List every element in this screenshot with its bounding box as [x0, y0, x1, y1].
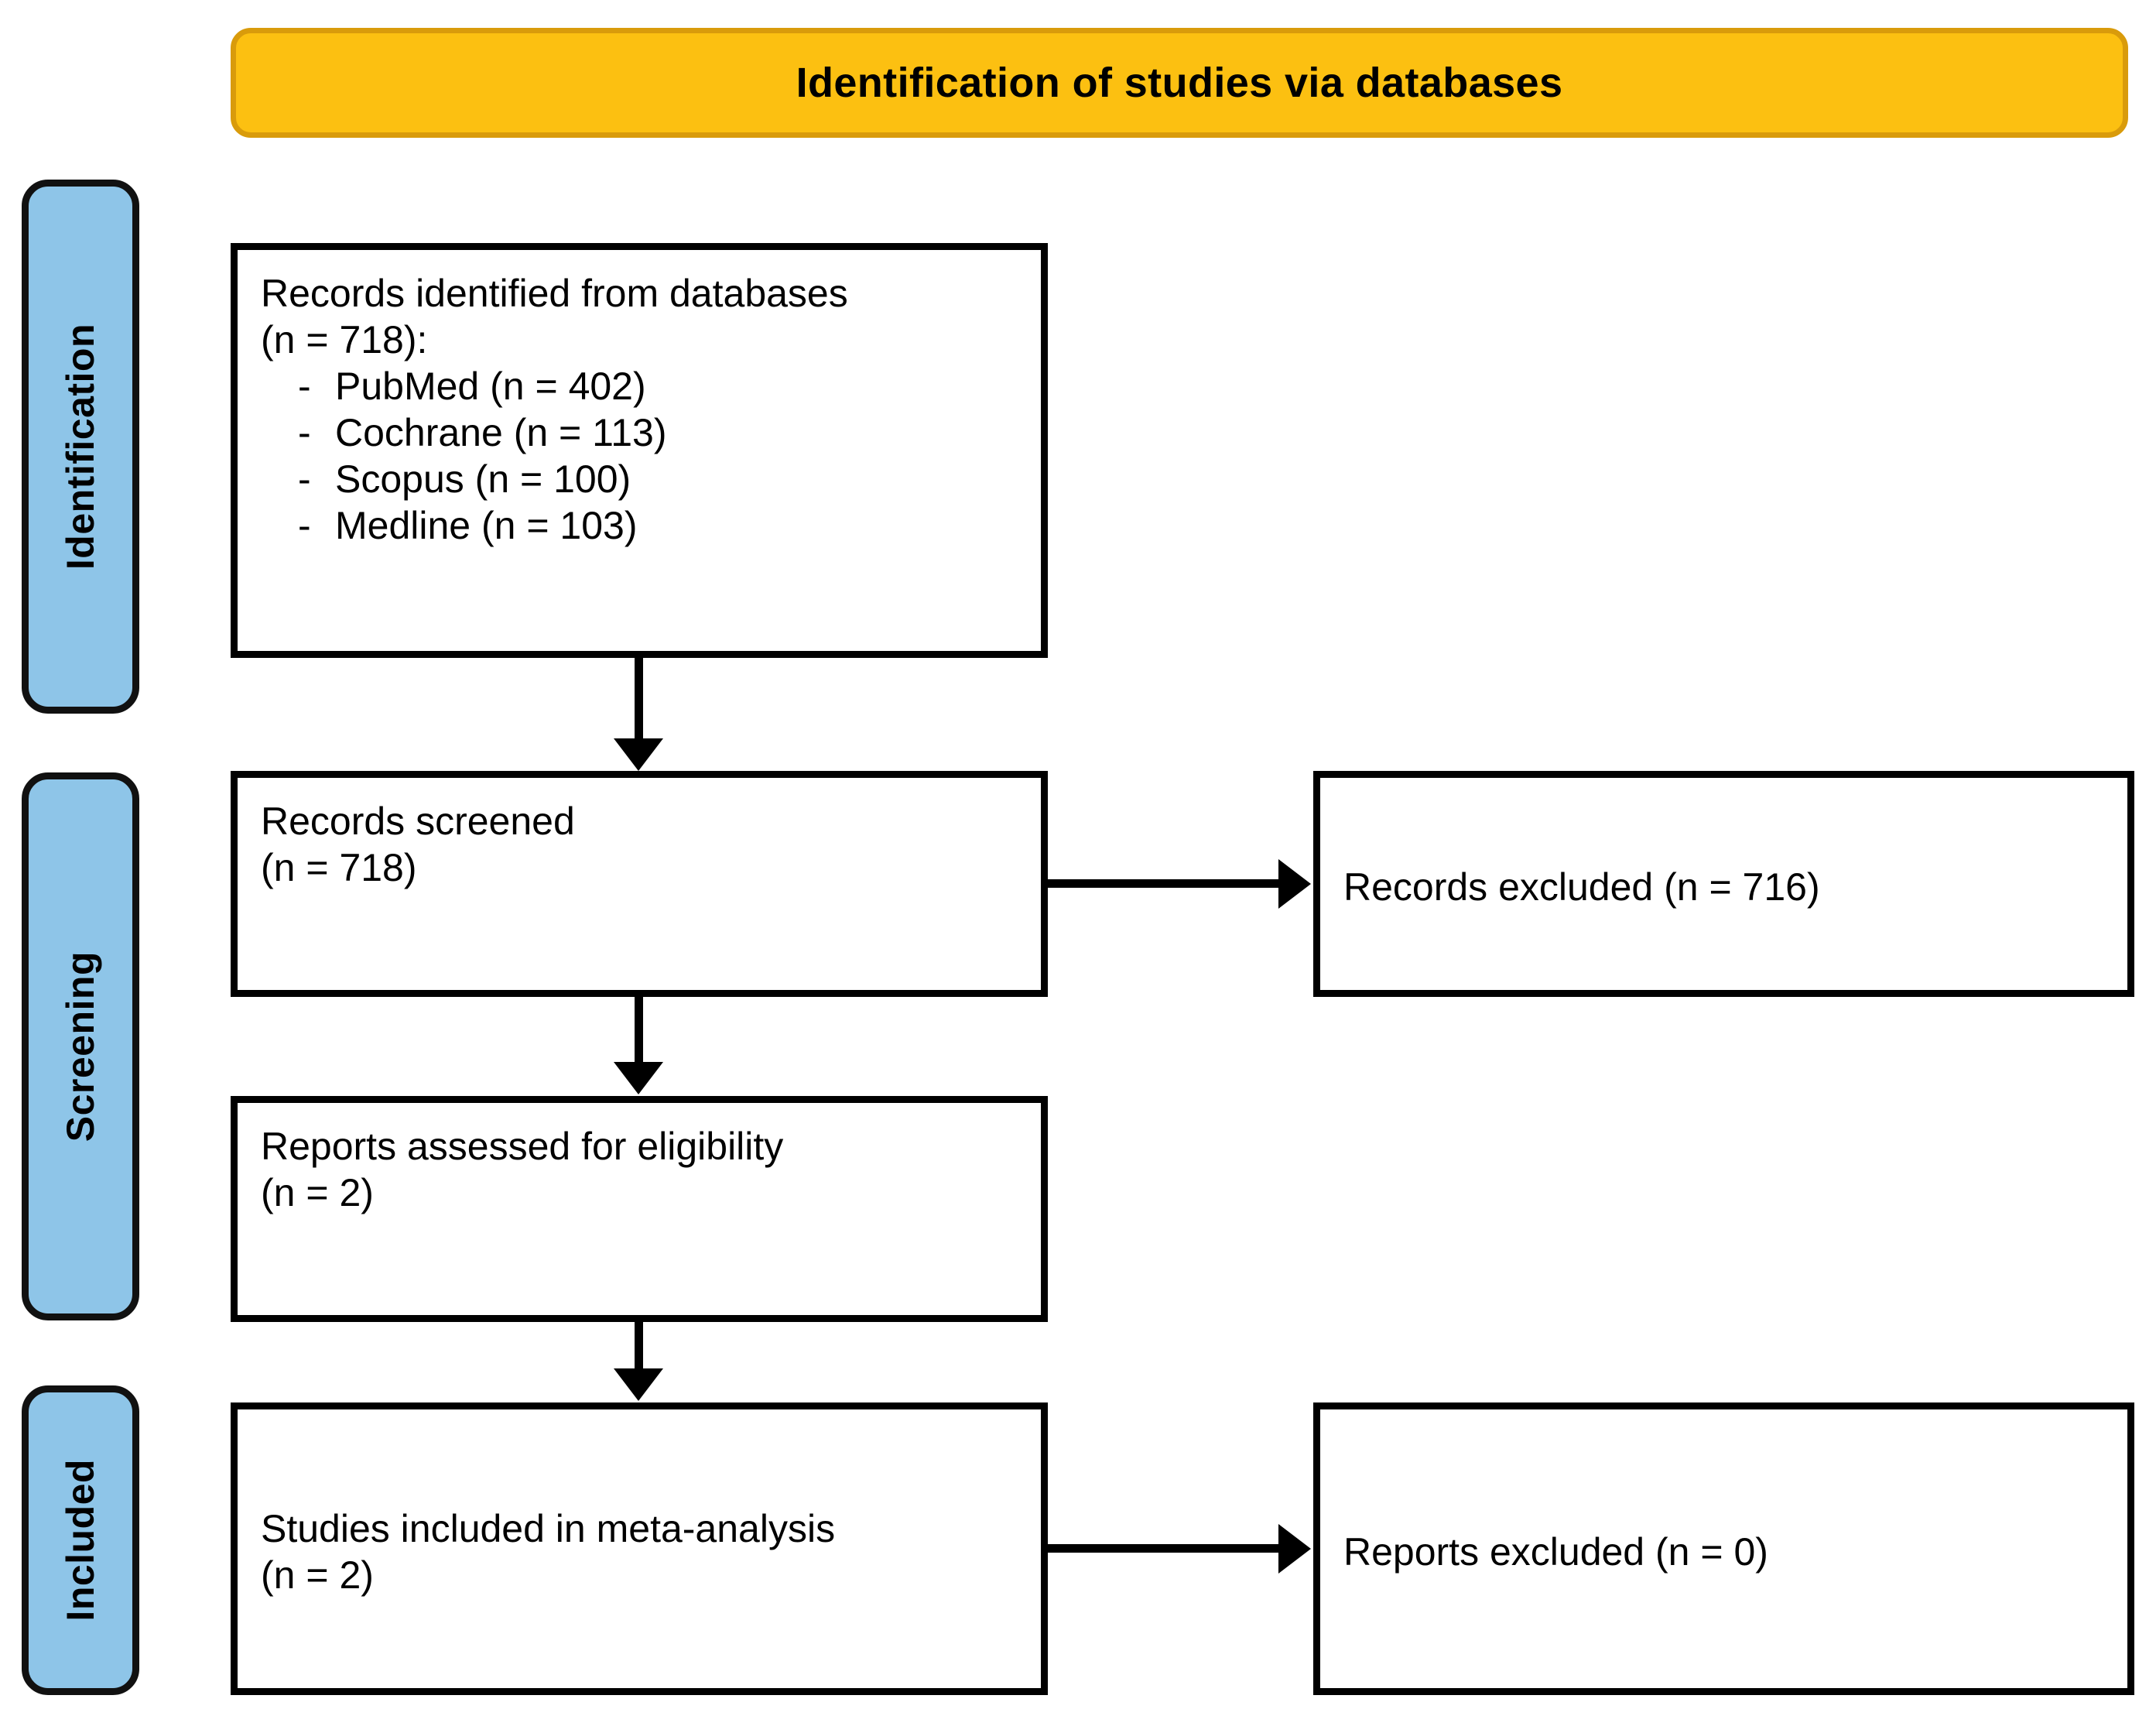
list-item: - Scopus (n = 100): [261, 456, 1021, 502]
bullet-dash-icon: -: [298, 365, 311, 408]
stage-label-text: Identification: [59, 323, 102, 570]
box-reports-assessed-text: Reports assessed for eligibility (n = 2): [261, 1125, 784, 1214]
stage-label-text: Included: [59, 1459, 102, 1622]
connector-eligibility-to-included-line: [635, 1322, 643, 1370]
list-item: - PubMed (n = 402): [261, 363, 1021, 409]
box-studies-included-text: Studies included in meta-analysis (n = 2…: [261, 1507, 836, 1597]
stage-label-identification: Identification: [22, 180, 139, 714]
connector-included-to-reports-excluded-line: [1048, 1544, 1288, 1553]
stage-label-screening: Screening: [22, 772, 139, 1320]
list-item: - Cochrane (n = 113): [261, 409, 1021, 456]
connector-screened-to-records-excluded-line: [1048, 879, 1288, 888]
list-item: - Medline (n = 103): [261, 502, 1021, 549]
list-item-label: Cochrane (n = 113): [335, 411, 667, 454]
box-reports-assessed-eligibility: Reports assessed for eligibility (n = 2): [231, 1096, 1048, 1322]
box-records-screened-text: Records screened (n = 718): [261, 800, 575, 889]
arrowhead-down-icon: [614, 1062, 663, 1094]
arrowhead-right-icon: [1278, 1524, 1311, 1574]
connector-screened-to-eligibility-line: [635, 997, 643, 1065]
arrowhead-down-icon: [614, 738, 663, 771]
list-item-label: Scopus (n = 100): [335, 457, 631, 501]
box-studies-included: Studies included in meta-analysis (n = 2…: [231, 1402, 1048, 1695]
database-counts-list: - PubMed (n = 402) - Cochrane (n = 113) …: [261, 363, 1021, 549]
arrowhead-down-icon: [614, 1368, 663, 1401]
arrowhead-right-icon: [1278, 859, 1311, 909]
box-records-excluded: Records excluded (n = 716): [1313, 771, 2134, 997]
connector-identified-to-screened-line: [635, 658, 643, 743]
stage-label-included: Included: [22, 1385, 139, 1695]
box-records-identified-heading: Records identified from databases (n = 7…: [261, 272, 848, 361]
bullet-dash-icon: -: [298, 457, 311, 501]
box-records-screened: Records screened (n = 718): [231, 771, 1048, 997]
box-reports-excluded: Reports excluded (n = 0): [1313, 1402, 2134, 1695]
list-item-label: PubMed (n = 402): [335, 365, 646, 408]
stage-label-text: Screening: [59, 950, 102, 1142]
box-records-excluded-text: Records excluded (n = 716): [1343, 865, 1820, 909]
banner-title: Identification of studies via databases: [796, 60, 1563, 106]
box-records-identified: Records identified from databases (n = 7…: [231, 243, 1048, 658]
bullet-dash-icon: -: [298, 504, 311, 547]
box-reports-excluded-text: Reports excluded (n = 0): [1343, 1530, 1768, 1574]
bullet-dash-icon: -: [298, 411, 311, 454]
banner-identification-via-databases: Identification of studies via databases: [231, 28, 2128, 138]
list-item-label: Medline (n = 103): [335, 504, 638, 547]
